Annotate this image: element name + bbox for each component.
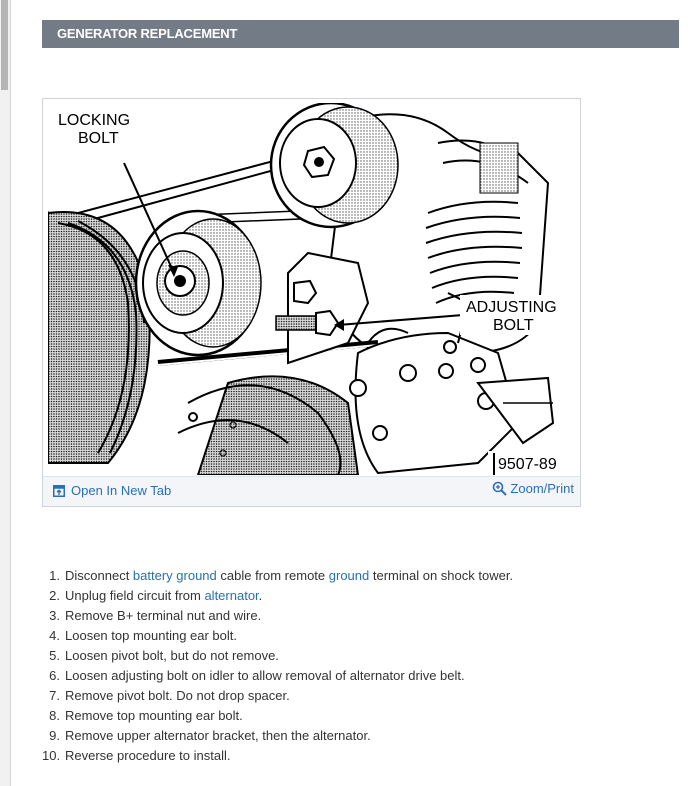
step-text: Unplug field circuit from: [65, 588, 205, 603]
step-item: 2. Unplug field circuit from alternator.: [42, 586, 513, 606]
scrollbar[interactable]: [0, 0, 10, 786]
step-item: 6. Loosen adjusting bolt on idler to allo…: [42, 666, 513, 686]
step-number: 9.: [49, 728, 60, 743]
figure-number: 9507-89: [498, 456, 557, 473]
open-in-new-tab-label: Open In New Tab: [71, 483, 172, 498]
alternator-link[interactable]: alternator: [204, 588, 259, 603]
step-number: 8.: [49, 708, 60, 723]
step-number: 4.: [49, 628, 60, 643]
battery-ground-link[interactable]: battery ground: [132, 568, 217, 583]
ground-link[interactable]: ground: [328, 568, 370, 583]
step-number: 10.: [42, 748, 61, 763]
step-text: Remove B+ terminal nut and wire.: [65, 608, 262, 623]
step-text: Reverse procedure to install.: [65, 748, 231, 763]
locking-bolt-callout-line2: BOLT: [78, 130, 119, 147]
step-number: 3.: [49, 608, 60, 623]
step-item: 1. Disconnect battery ground cable from r…: [42, 566, 513, 586]
step-text: Disconnect: [65, 568, 133, 583]
scrollbar-thumb[interactable]: [1, 0, 8, 90]
step-number: 7.: [49, 688, 60, 703]
step-text: Remove top mounting ear bolt.: [65, 708, 243, 723]
open-in-new-tab-link[interactable]: Open In New Tab: [53, 483, 171, 498]
step-text: terminal on shock tower.: [369, 568, 514, 583]
section-header: GENERATOR REPLACEMENT: [42, 20, 679, 48]
figure-toolbar: Open In New Tab Zoom/Print: [43, 476, 580, 506]
step-number: 6.: [49, 668, 60, 683]
step-item: 3. Remove B+ terminal nut and wire.: [42, 606, 513, 626]
open-in-new-tab-icon: [53, 484, 65, 497]
left-divider: [10, 0, 11, 786]
step-item: 8. Remove top mounting ear bolt.: [42, 706, 513, 726]
zoom-magnifier-icon: [492, 481, 508, 496]
step-item: 9. Remove upper alternator bracket, then …: [42, 726, 513, 746]
zoom-print-label: Zoom/Print: [510, 481, 574, 496]
step-text: cable from remote: [216, 568, 329, 583]
adjusting-bolt-callout-line1: ADJUSTING: [466, 299, 557, 316]
generator-diagram[interactable]: LOCKING BOLT ADJUSTING BOLT 9507-89: [48, 103, 576, 475]
step-item: 10. Reverse procedure to install.: [42, 746, 513, 766]
procedure-steps: 1. Disconnect battery ground cable from r…: [42, 566, 513, 766]
step-text: .: [258, 588, 263, 603]
step-text: Loosen top mounting ear bolt.: [65, 628, 238, 643]
step-text: Loosen pivot bolt, but do not remove.: [65, 648, 279, 663]
adjusting-bolt-callout-line2: BOLT: [493, 317, 534, 334]
step-item: 7. Remove pivot bolt. Do not drop spacer.: [42, 686, 513, 706]
locking-bolt-callout-line1: LOCKING: [58, 112, 130, 129]
step-text: Loosen adjusting bolt on idler to allow …: [65, 668, 465, 683]
step-number: 1.: [49, 568, 60, 583]
step-text: Remove pivot bolt. Do not drop spacer.: [65, 688, 290, 703]
step-number: 2.: [49, 588, 60, 603]
step-number: 5.: [49, 648, 60, 663]
step-item: 4. Loosen top mounting ear bolt.: [42, 626, 513, 646]
zoom-print-link[interactable]: Zoom/Print: [492, 481, 574, 496]
figure-container: LOCKING BOLT ADJUSTING BOLT 9507-89 Open…: [42, 98, 581, 507]
step-text: Remove upper alternator bracket, then th…: [65, 728, 371, 743]
step-item: 5. Loosen pivot bolt, but do not remove.: [42, 646, 513, 666]
section-title: GENERATOR REPLACEMENT: [57, 26, 238, 41]
